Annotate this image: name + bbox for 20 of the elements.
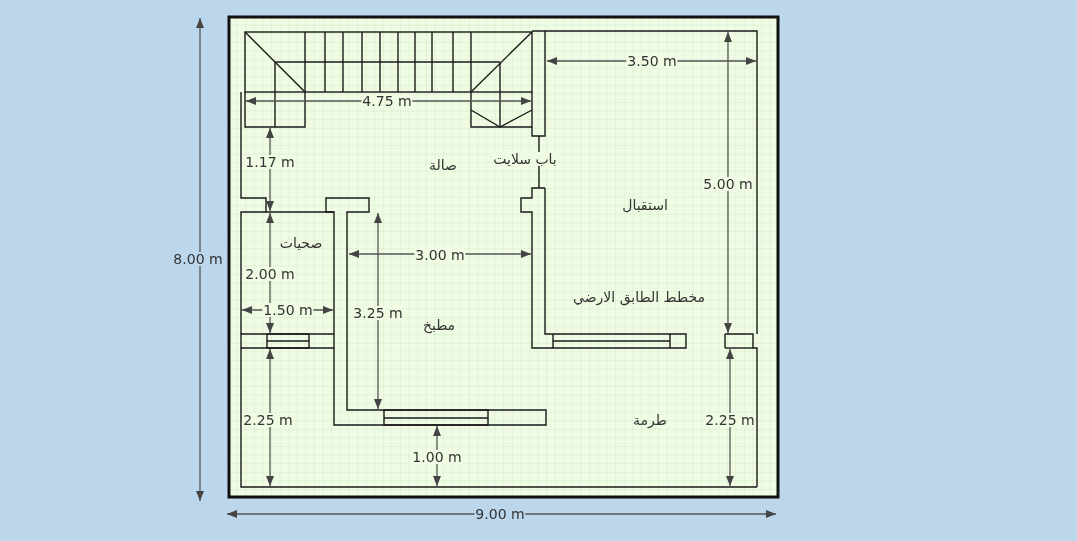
room-label: استقبال: [621, 198, 669, 212]
dimension-label: 1.50 m: [262, 303, 314, 317]
dimension-label: 2.00 m: [244, 267, 296, 281]
room-label: صالة: [428, 158, 458, 172]
dimension-label: 4.75 m: [361, 94, 413, 108]
dimension-label: 1.17 m: [244, 155, 296, 169]
dimension-label: 3.25 m: [352, 306, 404, 320]
dimension-label: 2.25 m: [704, 413, 756, 427]
room-label: مطبخ: [421, 318, 457, 332]
room-label: طرمة: [632, 413, 668, 427]
room-label: صحيات: [278, 236, 324, 250]
door-label: باب سلايت: [492, 152, 558, 166]
dimension-label: 9.00 m: [474, 507, 526, 521]
dimension-label: 3.00 m: [414, 248, 466, 262]
dimension-label: 5.00 m: [702, 177, 754, 191]
dimension-label: 3.50 m: [626, 54, 678, 68]
dimension-label: 8.00 m: [172, 252, 224, 266]
dimension-label: 2.25 m: [242, 413, 294, 427]
dimension-label: 1.00 m: [411, 450, 463, 464]
plan-title: مخطط الطابق الارضي: [572, 290, 706, 304]
